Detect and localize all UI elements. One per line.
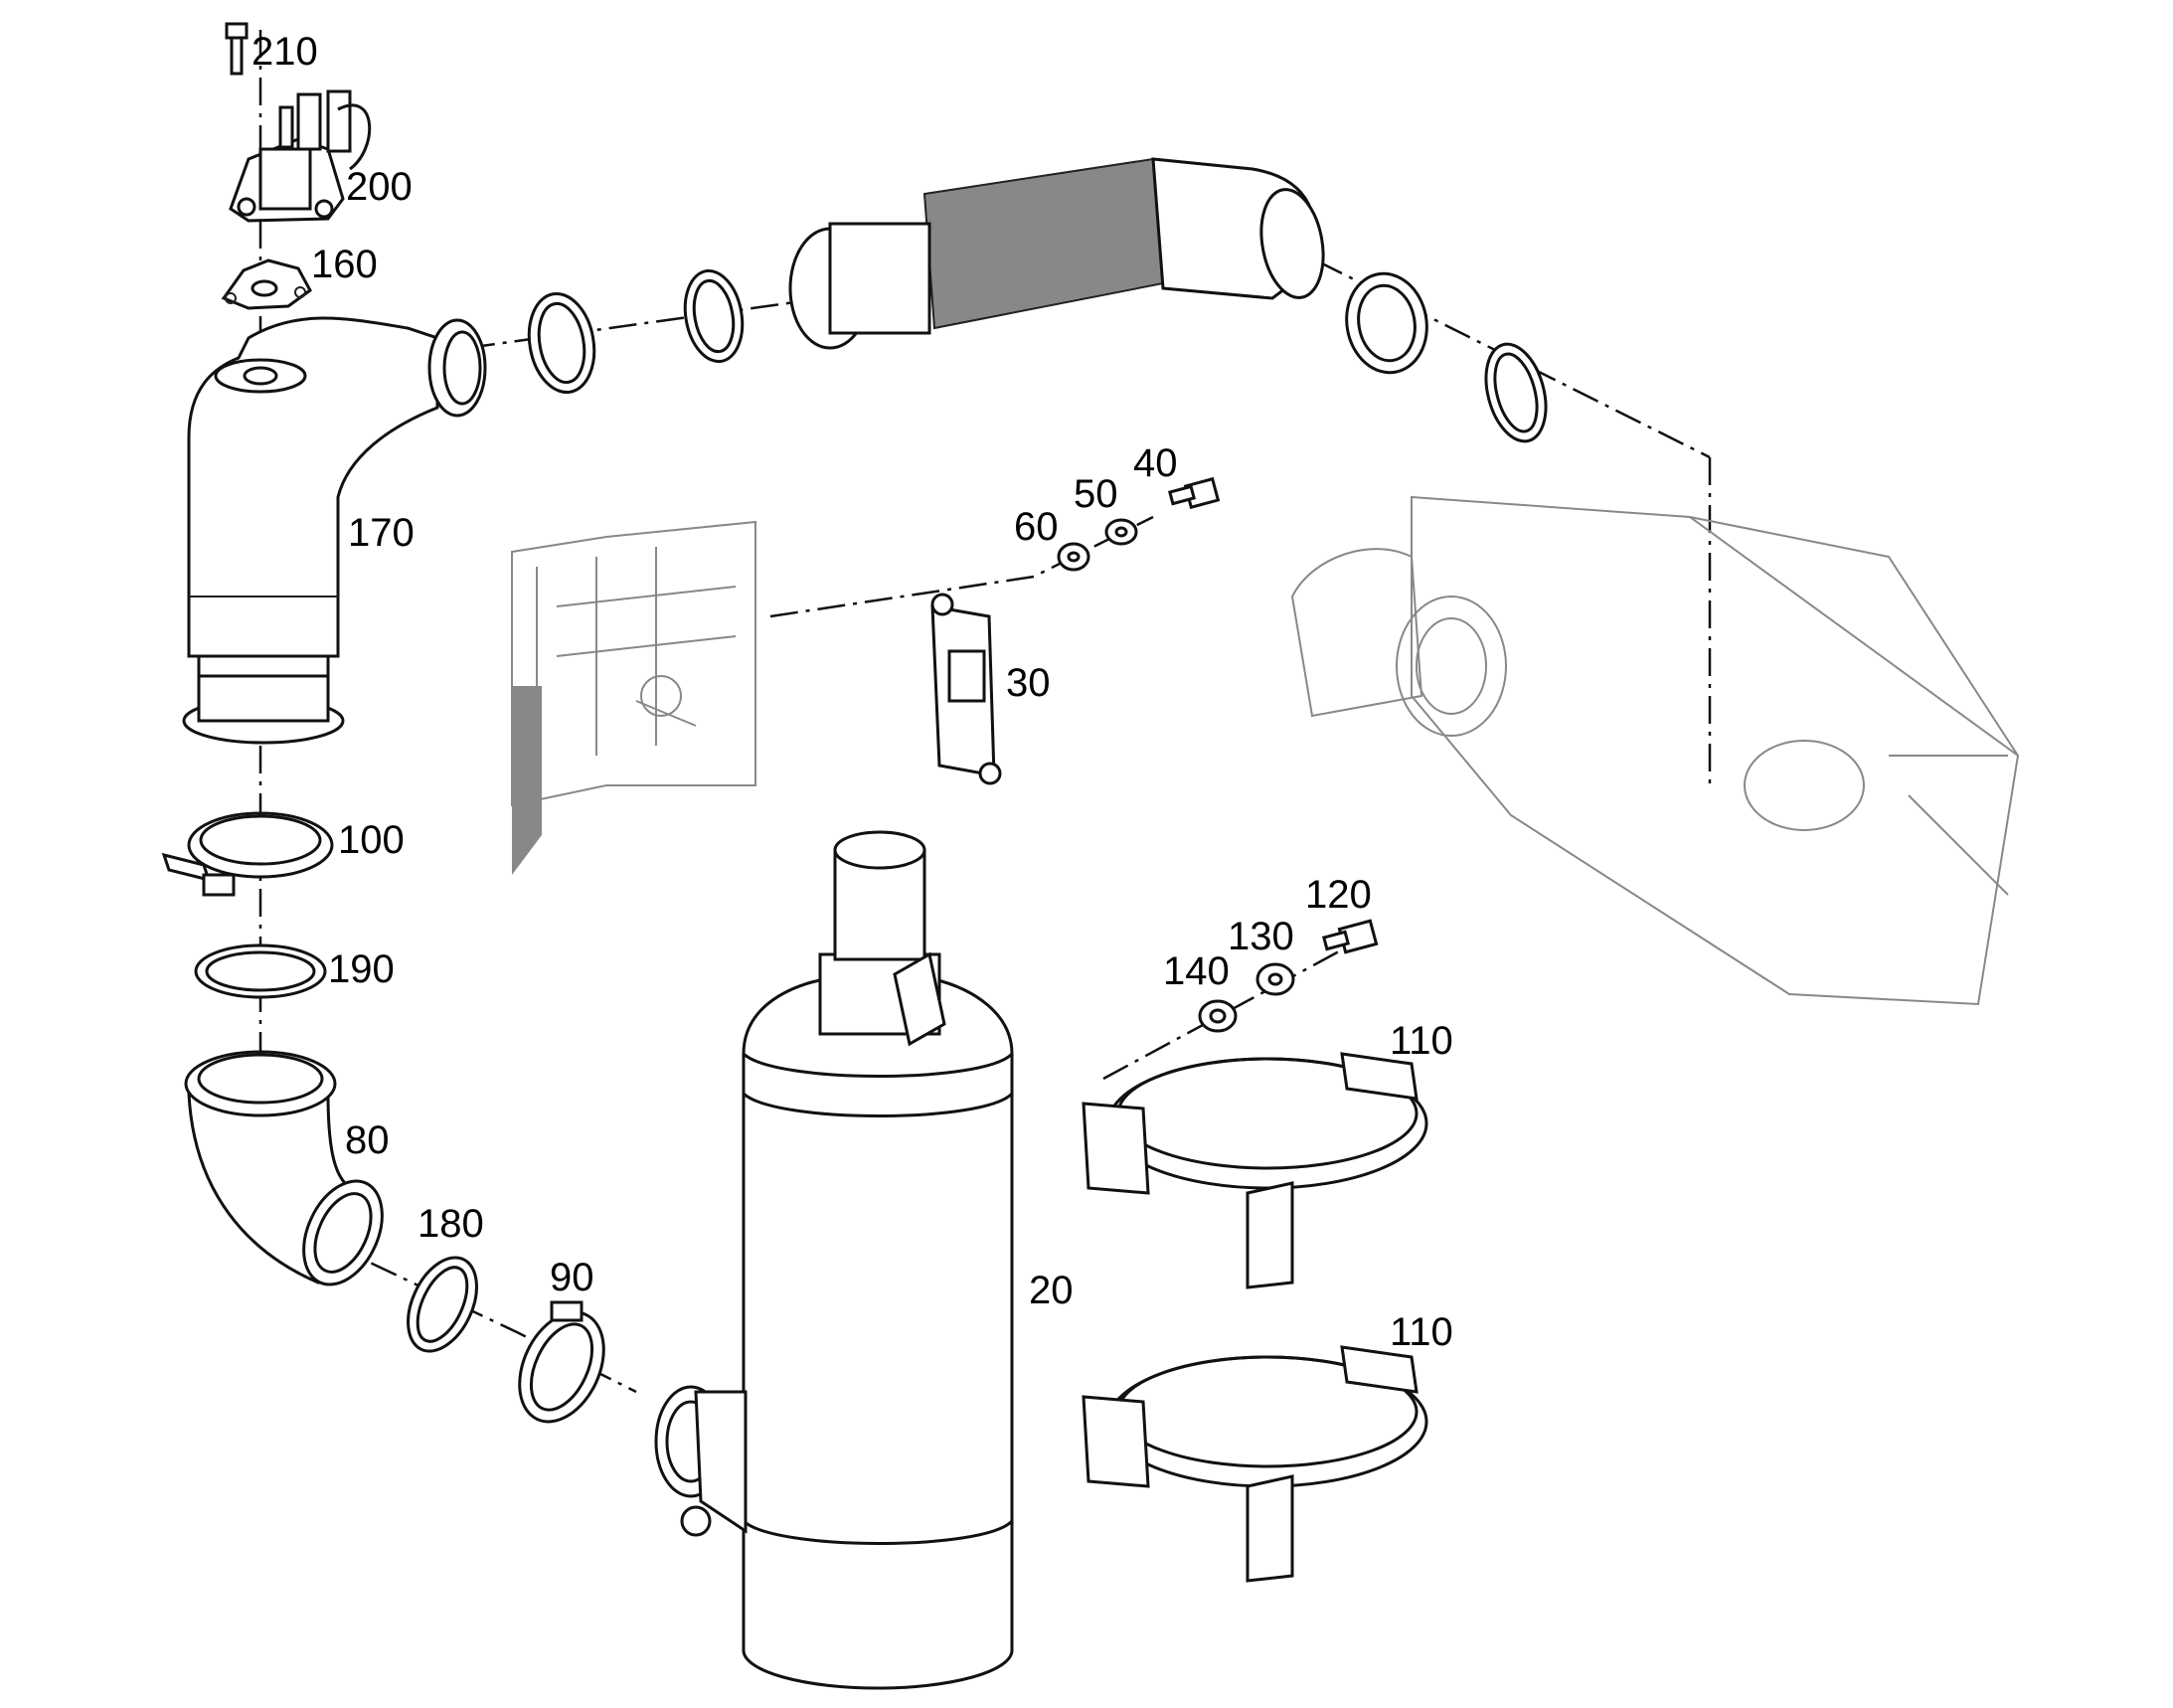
label-part-50: 50 [1074,472,1118,516]
clamp-100 [161,811,334,897]
label-part-90: 90 [550,1256,594,1299]
label-part-120: 120 [1305,873,1372,917]
clamp-upper-left [527,291,596,395]
strap-bracket-110-lower [1082,1345,1428,1583]
washer-130 [1255,962,1295,996]
label-part-30: 30 [1006,661,1051,705]
label-part-190: 190 [328,947,395,991]
label-part-160: 160 [311,243,378,286]
bolt-40 [1167,476,1221,510]
ring-190 [194,943,327,999]
elbow-pipe-170 [182,316,487,745]
label-part-20: 20 [1029,1269,1074,1312]
flex-pipe [788,157,1325,350]
label-part-180: 180 [418,1202,484,1246]
valve-actuator-200 [229,89,372,223]
label-part-140: 140 [1163,949,1230,993]
label-part-60: 60 [1014,505,1059,549]
label-part-200: 200 [346,165,413,209]
label-part-80: 80 [345,1118,390,1162]
ring-upper-left [683,268,745,364]
washer-50 [1104,518,1138,546]
gasket-160 [221,258,312,310]
label-part-130: 130 [1228,915,1294,958]
washer-140 [1198,999,1238,1033]
strap-bracket-110-upper [1082,1052,1428,1289]
muffler-20 [654,830,1014,1690]
clamp-90 [518,1300,605,1424]
washer-60 [1057,542,1090,572]
ring-upper-right [1484,342,1548,443]
sensor-bracket-30 [930,593,1002,785]
label-part-40: 40 [1133,441,1178,485]
engine-frame-background [511,520,756,875]
elbow-80 [184,1050,384,1286]
bolt-210 [225,22,249,76]
bolt-120 [1321,919,1379,954]
label-part-100: 100 [338,818,405,862]
label-part-170: 170 [348,511,415,555]
clamp-upper-right [1345,271,1428,375]
label-part-210: 210 [251,30,318,74]
ring-180 [407,1256,478,1353]
label-part-110-lower: 110 [1390,1310,1453,1354]
label-part-110-upper: 110 [1390,1019,1453,1063]
aftertreatment-unit-background [1290,495,2020,1006]
